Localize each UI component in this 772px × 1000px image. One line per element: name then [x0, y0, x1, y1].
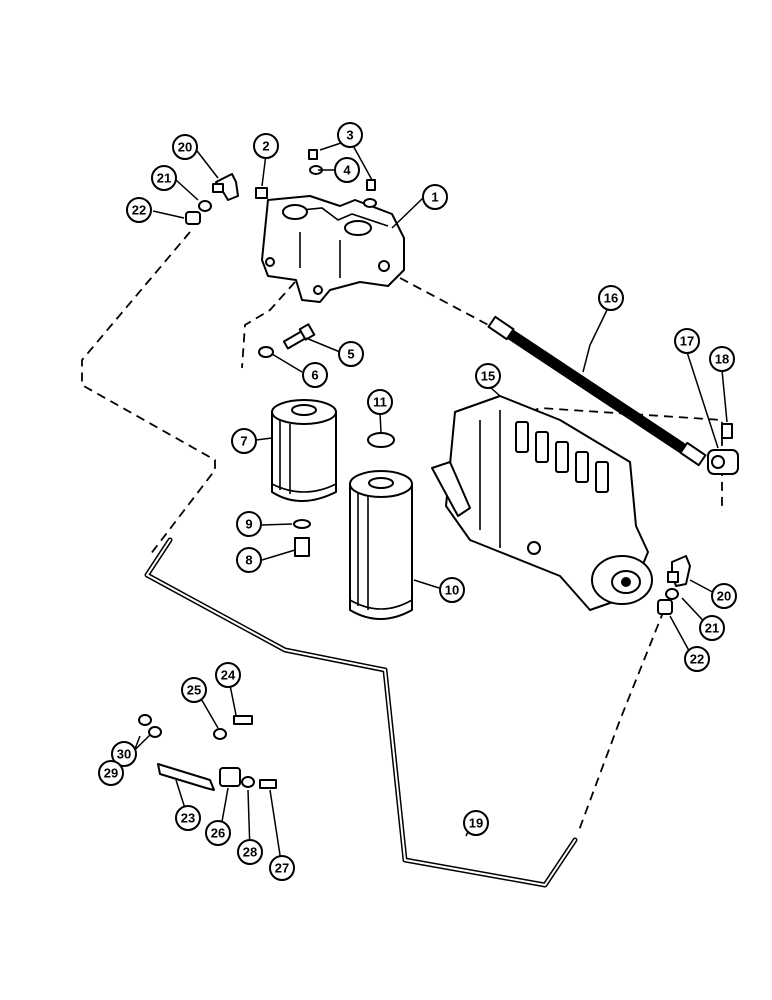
callout-label: 18 [715, 352, 729, 367]
callout-18: 18 [709, 346, 735, 372]
nut-30 [138, 714, 152, 726]
callout-25: 25 [181, 677, 207, 703]
callout-label: 29 [104, 766, 118, 781]
nut-22-right [657, 599, 673, 615]
elbow-fitting-20-right [667, 555, 691, 587]
callout-17: 17 [674, 328, 700, 354]
banjo-fitting-17 [707, 449, 739, 475]
nut-22-top [185, 211, 201, 225]
callout-label: 28 [243, 845, 257, 860]
callout-3: 3 [337, 122, 363, 148]
fuel-line-path-right [577, 609, 665, 834]
washer-6 [258, 346, 274, 358]
callout-22-top: 22 [126, 197, 152, 223]
callout-9: 9 [236, 511, 262, 537]
callout-label: 3 [346, 128, 353, 143]
fuel-hose-16 [487, 315, 707, 467]
bolt-27 [259, 779, 277, 789]
callout-16: 16 [598, 285, 624, 311]
callout-20-right: 20 [711, 583, 737, 609]
callout-label: 15 [481, 369, 495, 384]
seal-ring-9 [293, 519, 311, 529]
plug-2 [255, 187, 268, 199]
callout-label: 21 [157, 171, 171, 186]
callout-label: 23 [181, 811, 195, 826]
seal-ring-11 [367, 432, 395, 448]
fuel-line-path-to-hose [399, 277, 495, 329]
callout-21-top: 21 [151, 165, 177, 191]
callout-label: 22 [690, 652, 704, 667]
callout-label: 19 [469, 816, 483, 831]
callout-6: 6 [302, 362, 328, 388]
callout-label: 25 [187, 683, 201, 698]
callout-11: 11 [367, 389, 393, 415]
callout-label: 10 [445, 583, 459, 598]
seal-21-top [198, 200, 212, 212]
clamp-26 [219, 767, 241, 787]
screw-3a [308, 149, 318, 160]
bolt-24 [233, 715, 253, 725]
callout-label: 22 [132, 203, 146, 218]
plug-8 [294, 537, 310, 557]
screw-3b [366, 179, 376, 191]
callout-label: 9 [245, 517, 252, 532]
callout-20-top: 20 [172, 134, 198, 160]
callout-label: 2 [262, 139, 269, 154]
callout-label: 1 [431, 190, 438, 205]
callout-label: 30 [117, 747, 131, 762]
fuel-filter-7 [271, 399, 337, 502]
washer-4b [363, 198, 377, 208]
callout-2: 2 [253, 133, 279, 159]
bracket-23 [157, 763, 215, 791]
callout-15: 15 [475, 363, 501, 389]
callout-label: 21 [705, 621, 719, 636]
callout-label: 5 [347, 347, 354, 362]
washer-28 [241, 776, 255, 788]
callout-28: 28 [237, 839, 263, 865]
callout-7: 7 [231, 428, 257, 454]
callout-26: 26 [205, 820, 231, 846]
filter-head-1 [261, 195, 405, 303]
callout-label: 4 [343, 163, 351, 178]
washer-25 [213, 728, 227, 740]
elbow-fitting-20-top [212, 173, 239, 201]
callout-4: 4 [334, 157, 360, 183]
callout-10: 10 [439, 577, 465, 603]
callout-30: 30 [111, 741, 137, 767]
callout-label: 8 [245, 553, 252, 568]
callout-22-right: 22 [684, 646, 710, 672]
callout-label: 20 [178, 140, 192, 155]
bleed-screw-18 [721, 423, 733, 439]
callout-label: 26 [211, 826, 225, 841]
callout-24: 24 [215, 662, 241, 688]
callout-label: 27 [275, 861, 289, 876]
callout-label: 24 [221, 668, 236, 683]
injection-pump-outlets [515, 421, 609, 493]
washer-29 [148, 726, 162, 738]
callout-label: 7 [240, 434, 247, 449]
callout-19: 19 [463, 810, 489, 836]
fuel-filter-10 [349, 470, 413, 620]
seal-21-right [665, 588, 679, 600]
callout-23: 23 [175, 805, 201, 831]
callout-label: 16 [604, 291, 618, 306]
injection-pump-15 [431, 395, 653, 611]
callout-27: 27 [269, 855, 295, 881]
callout-1: 1 [422, 184, 448, 210]
callout-8: 8 [236, 547, 262, 573]
fuel-line-path-left [81, 231, 216, 556]
callout-label: 17 [680, 334, 694, 349]
callout-21-right: 21 [699, 615, 725, 641]
callout-label: 20 [717, 589, 731, 604]
bolt-5 [282, 323, 316, 350]
fuel-pipe-19 [144, 537, 578, 888]
callout-29: 29 [98, 760, 124, 786]
callout-5: 5 [338, 341, 364, 367]
fuel-line-path-mount [241, 281, 296, 369]
callout-label: 11 [373, 395, 387, 410]
callout-label: 6 [311, 368, 318, 383]
